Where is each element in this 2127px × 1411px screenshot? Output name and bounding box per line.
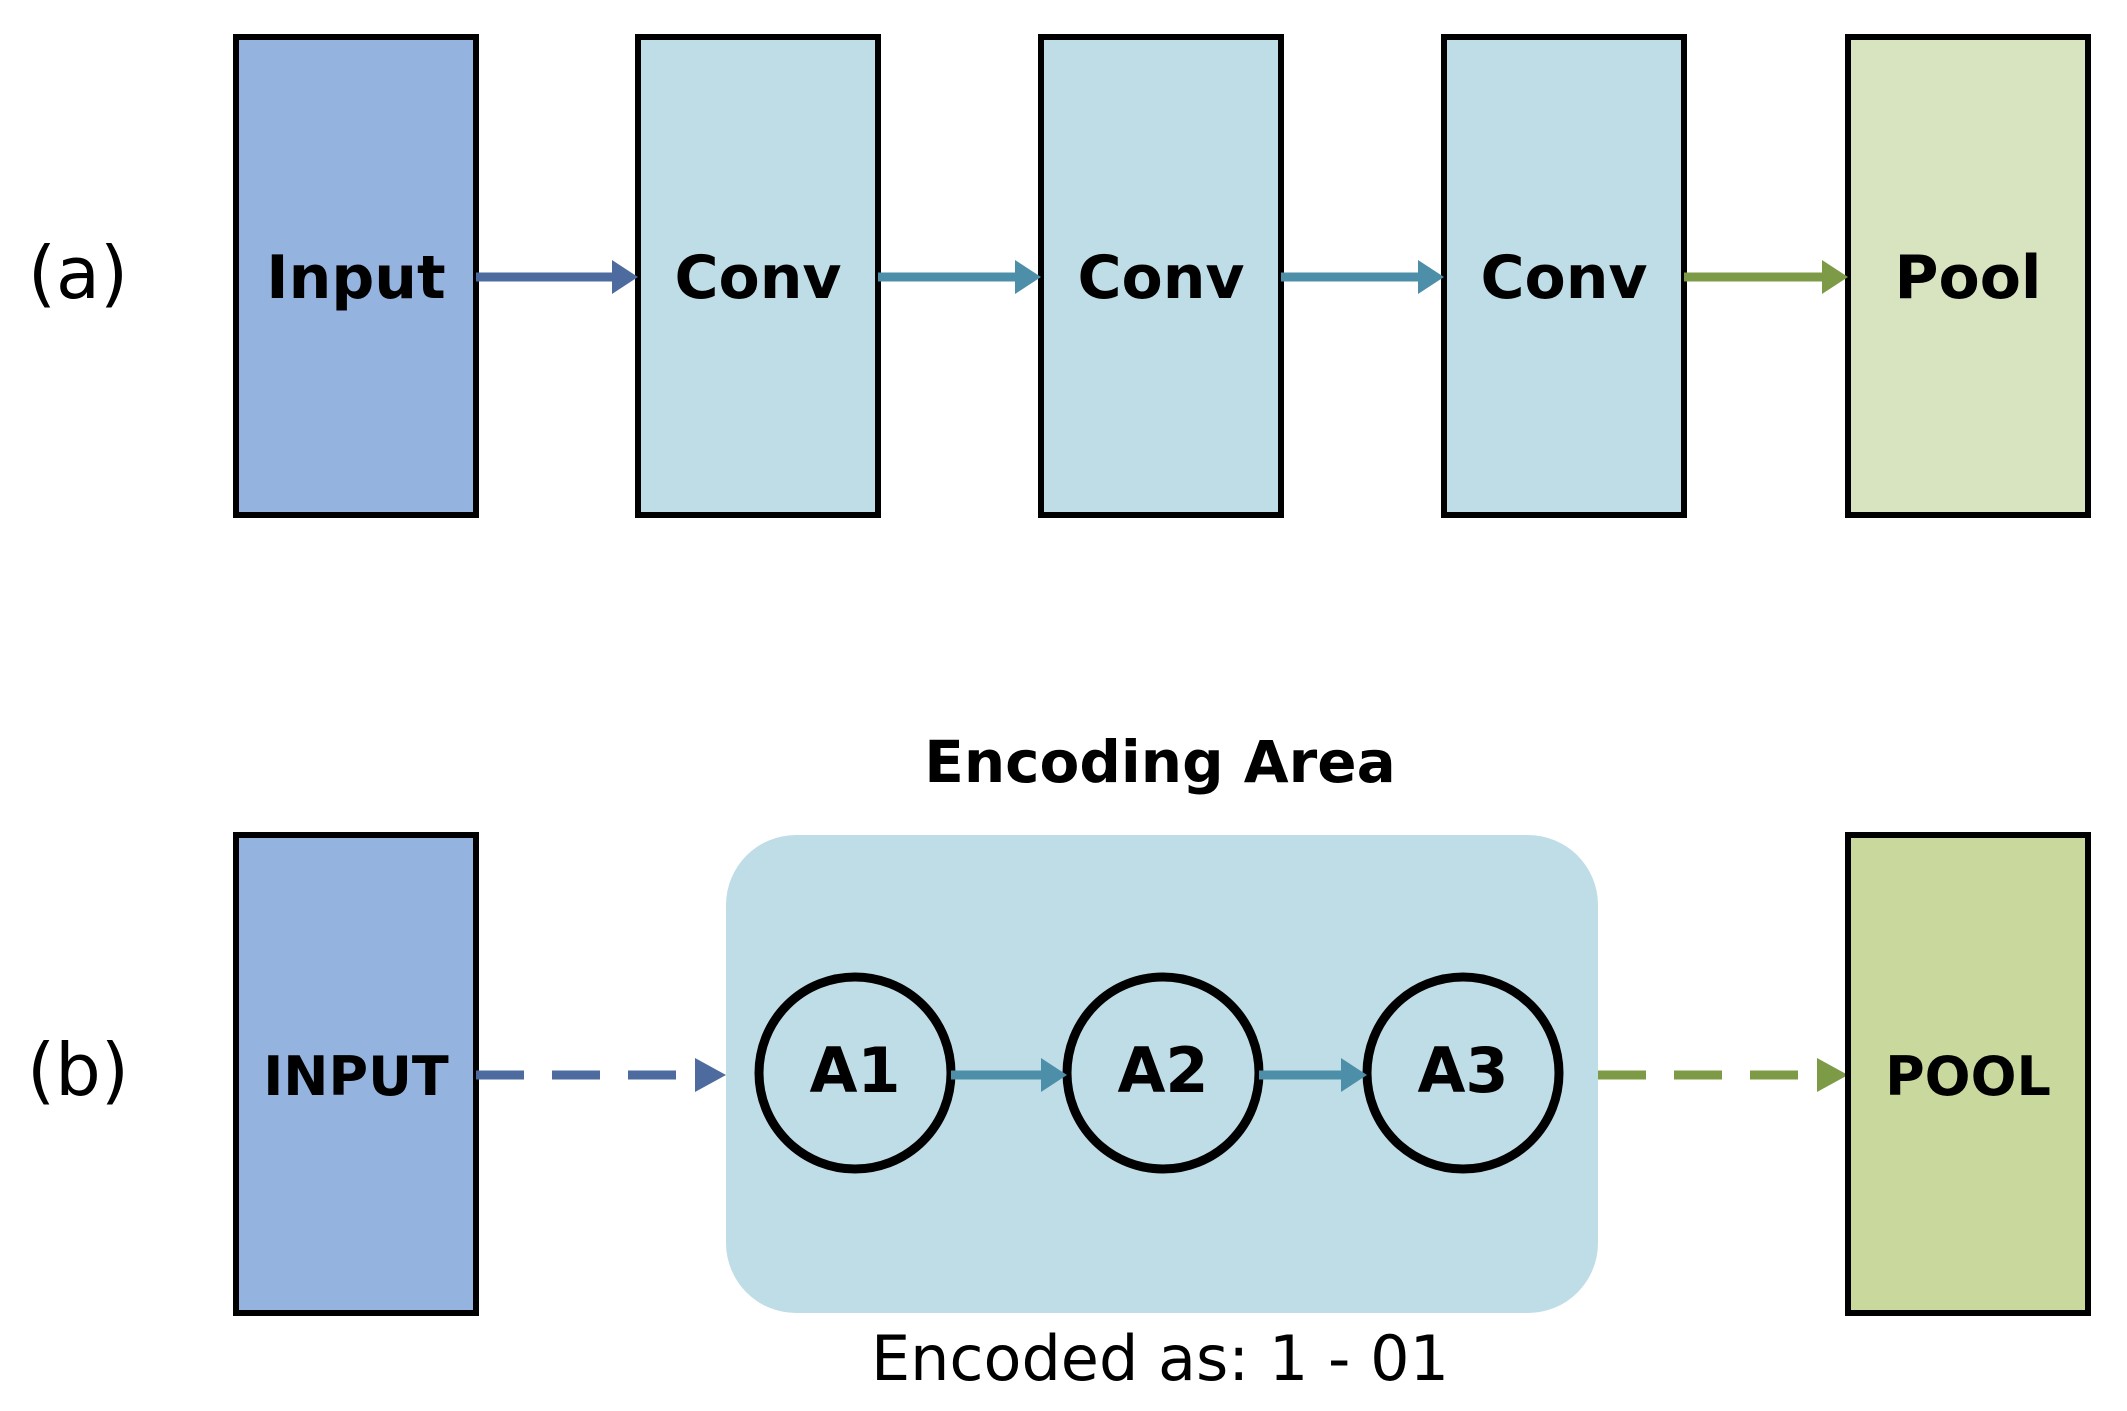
arrow-conv2-to-conv3	[1281, 260, 1444, 294]
arrow-a1-to-a2	[951, 1058, 1067, 1092]
encoding-area-title: Encoding Area	[924, 728, 1396, 796]
conv-block-2	[1038, 34, 1284, 518]
pool-block-label: Pool	[1895, 243, 2042, 313]
input-block	[233, 34, 479, 518]
row-a-label: (a)	[28, 231, 128, 315]
node-a3	[1362, 972, 1564, 1174]
pool-block	[1845, 34, 2091, 518]
pool-block-b	[1845, 832, 2091, 1316]
conv-block-3-label: Conv	[1480, 243, 1647, 313]
input-block-b-label: INPUT	[263, 1045, 449, 1108]
arrow-conv1-to-conv2	[878, 260, 1041, 294]
conv-block-2-label: Conv	[1077, 243, 1244, 313]
row-b-label: (b)	[27, 1028, 129, 1112]
conv-block-1	[635, 34, 881, 518]
conv-block-1-label: Conv	[674, 243, 841, 313]
pool-block-b-label: POOL	[1885, 1045, 2051, 1108]
dashed-arrow-input-to-area	[476, 1058, 726, 1092]
node-a3-label: A3	[1417, 1034, 1508, 1107]
input-block-label: Input	[266, 243, 445, 313]
arrow-conv3-to-pool	[1684, 260, 1848, 294]
node-a2-label: A2	[1117, 1034, 1208, 1107]
dashed-arrow-area-to-pool	[1598, 1058, 1848, 1092]
node-a1-label: A1	[809, 1034, 900, 1107]
input-block-b	[233, 832, 479, 1316]
arrow-input-to-conv	[476, 260, 638, 294]
encoding-caption: Encoded as: 1 - 01	[871, 1322, 1449, 1395]
arrow-a2-to-a3	[1259, 1058, 1367, 1092]
